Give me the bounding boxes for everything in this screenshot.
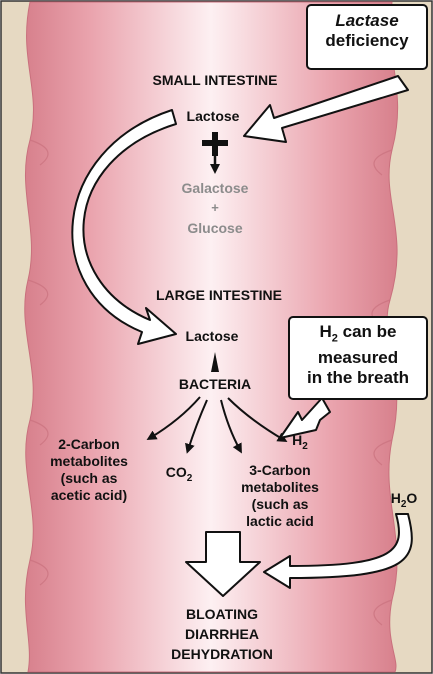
breath-callout-line1: H2 can be: [290, 322, 426, 348]
three-carbon-metabolites-label: 3-Carbon metabolites (such as lactic aci…: [241, 462, 319, 530]
two-carbon-metabolites-label: 2-Carbon metabolites (such as acetic aci…: [50, 436, 128, 504]
small-intestine-label: SMALL INTESTINE: [153, 72, 278, 88]
h2-label: H2: [292, 432, 308, 452]
outcome-dehydration: DEHYDRATION: [171, 644, 273, 664]
galactose-label: Galactose: [182, 180, 249, 196]
large-intestine-label: LARGE INTESTINE: [156, 287, 282, 303]
lactose-large-intestine: Lactose: [186, 328, 239, 344]
h2o-label: H2O: [391, 490, 418, 510]
outcomes-list: BLOATING DIARRHEA DEHYDRATION: [171, 604, 273, 664]
glucose-label: Glucose: [187, 220, 242, 236]
bacteria-label: BACTERIA: [179, 376, 251, 392]
h2-breath-callout: H2 can be measured in the breath: [288, 316, 428, 400]
outcome-diarrhea: DIARRHEA: [171, 624, 273, 644]
lactase-deficiency-callout: Lactase deficiency: [306, 4, 428, 70]
co2-label: CO2: [166, 464, 193, 484]
lactose-small-intestine: Lactose: [187, 108, 240, 124]
plus-sign: +: [211, 200, 219, 215]
outcome-bloating: BLOATING: [171, 604, 273, 624]
